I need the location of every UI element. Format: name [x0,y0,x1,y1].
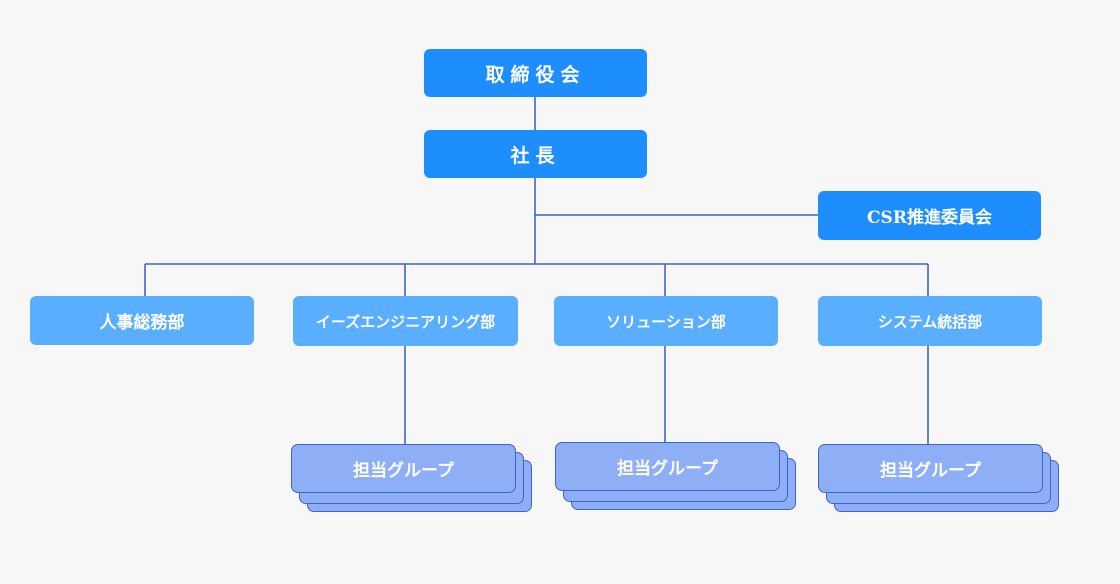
department-system-integration: システム統括部 [818,296,1042,346]
csr-committee-node: CSR推進委員会 [818,191,1041,240]
department-engineering: イーズエンジニアリング部 [293,296,518,346]
group-node-solutions: 担当グループ [555,442,780,491]
department-solutions: ソリューション部 [554,296,778,346]
department-hr-general-affairs: 人事総務部 [30,296,254,345]
group-node-engineering: 担当グループ [291,444,516,493]
president-node: 社長 [424,130,647,178]
board-node: 取締役会 [424,49,647,97]
group-node-system: 担当グループ [818,444,1043,493]
